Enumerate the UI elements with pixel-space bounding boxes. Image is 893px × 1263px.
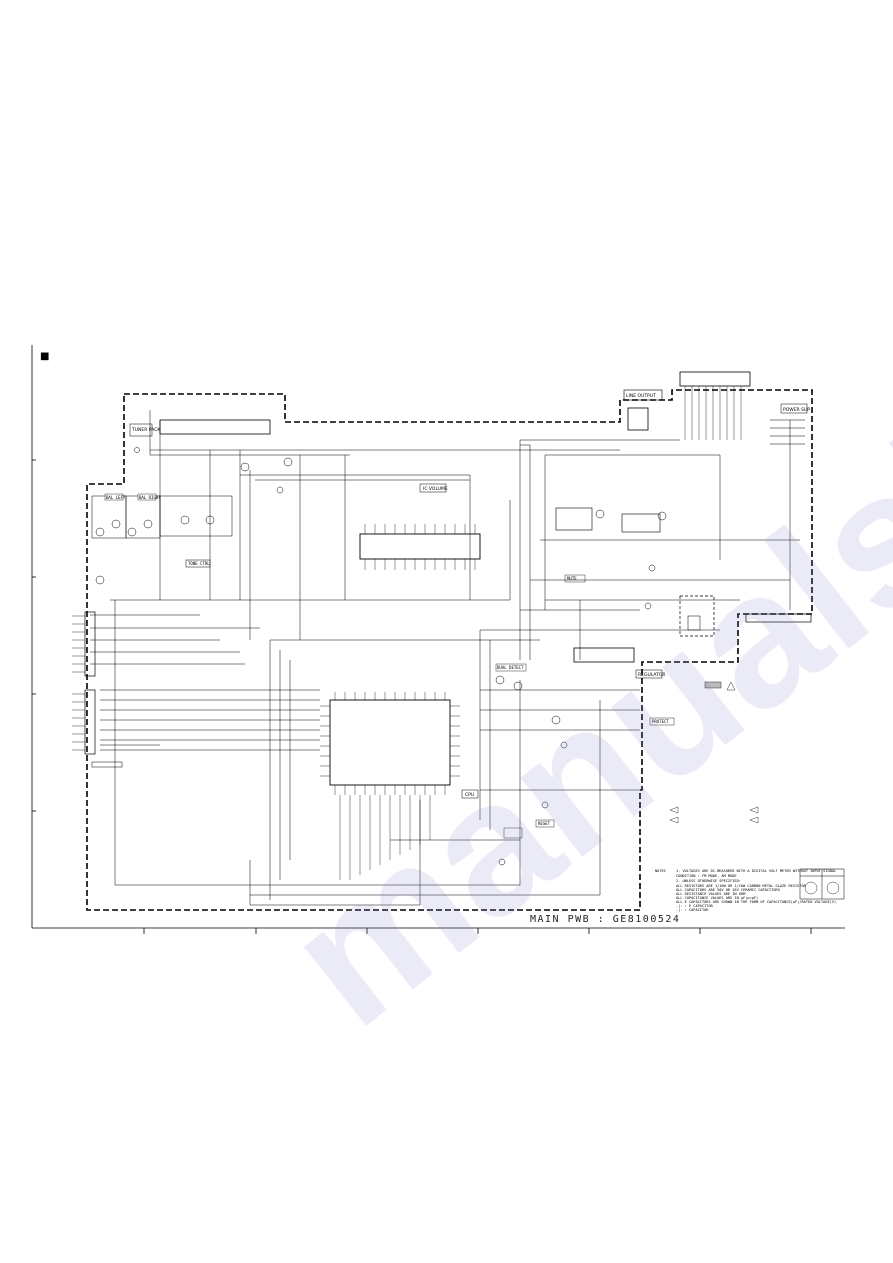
line-output-block: LINE OUTPUT	[623, 389, 663, 431]
note-line-6: ALL RESISTANCE VALUES ARE IN OHM	[676, 892, 746, 896]
tuner-connector: TUNER PACK	[129, 419, 271, 453]
volume-ic: IC VOLUME	[359, 483, 481, 570]
notes-heading: NOTES	[655, 869, 666, 873]
reset-label: RESET	[538, 821, 551, 826]
transistors	[240, 457, 667, 866]
tone-control-block: TONE CTRL	[159, 495, 233, 568]
note-line-10: -|- : CAPACITOR	[676, 908, 709, 912]
left-connector-2	[72, 689, 123, 768]
legend-marks	[669, 681, 759, 824]
note-line-5: ALL CAPACITORS ARE 50V OR 16V CERAMIC CA…	[676, 888, 780, 892]
line-output-label: LINE OUTPUT	[626, 393, 656, 399]
note-line-8: ALL E CAPACITORS ARE SHOWN IN THE FORM O…	[676, 900, 836, 904]
bal-right-label: BAL RIGHT	[139, 495, 161, 500]
watermark: manualshive.com	[250, 0, 893, 1066]
note-line-9: -|- : E CAPACITOR	[676, 904, 714, 908]
board-title: MAIN PWB : GE8100524	[530, 914, 680, 925]
notes-block: NOTES 1. VOLTAGES ARE DC-MEASURED WITH A…	[655, 868, 845, 912]
line-output-amps	[555, 507, 661, 533]
note-line-4: ALL RESISTORS ARE 1/16W OR 1/10W CARBON …	[676, 884, 807, 888]
balance-right-block: BAL RIGHT	[125, 493, 161, 539]
cpu-label: CPU	[465, 792, 474, 798]
right-connector	[679, 595, 812, 637]
ir-sensor-block	[95, 575, 105, 585]
balance-left-block: BAL LEFT	[91, 493, 127, 539]
aux-blocks: DUAL DETECT MUTE PROTECT RESET	[495, 574, 675, 839]
dual-detect-label: DUAL DETECT	[497, 665, 524, 670]
cpu-address-bus	[339, 795, 431, 880]
regulator-ic: REGULATOR	[573, 647, 666, 679]
tuner-label: TUNER PACK	[131, 427, 161, 433]
left-connector-1	[72, 611, 96, 677]
regulator-label: REGULATOR	[638, 672, 666, 678]
bal-left-label: BAL LEFT	[106, 495, 126, 500]
power-supply-block: POWER SUP	[679, 371, 810, 445]
ic-volume-label: IC VOLUME	[423, 486, 448, 492]
page-frame	[31, 345, 845, 934]
note-line-7: ALL CAPACITANCE VALUES ARE IN μF(p=pF)	[676, 896, 758, 900]
note-line-2: CONDITION : FM MODE, AM MODE	[676, 874, 737, 878]
protect-label: PROTECT	[652, 719, 669, 724]
note-line-1: 1. VOLTAGES ARE DC-MEASURED WITH A DIGIT…	[676, 869, 836, 873]
note-line-3: 2. UNLESS OTHERWISE SPECIFIED:	[676, 879, 741, 883]
power-sup-label: POWER SUP	[783, 407, 810, 413]
section-marker: ■	[40, 351, 49, 362]
cpu-ic: CPU	[320, 692, 479, 799]
mute-label: MUTE	[567, 576, 577, 581]
tone-ctrl-label: TONE CTRL	[188, 561, 210, 566]
board-outline	[86, 389, 813, 911]
